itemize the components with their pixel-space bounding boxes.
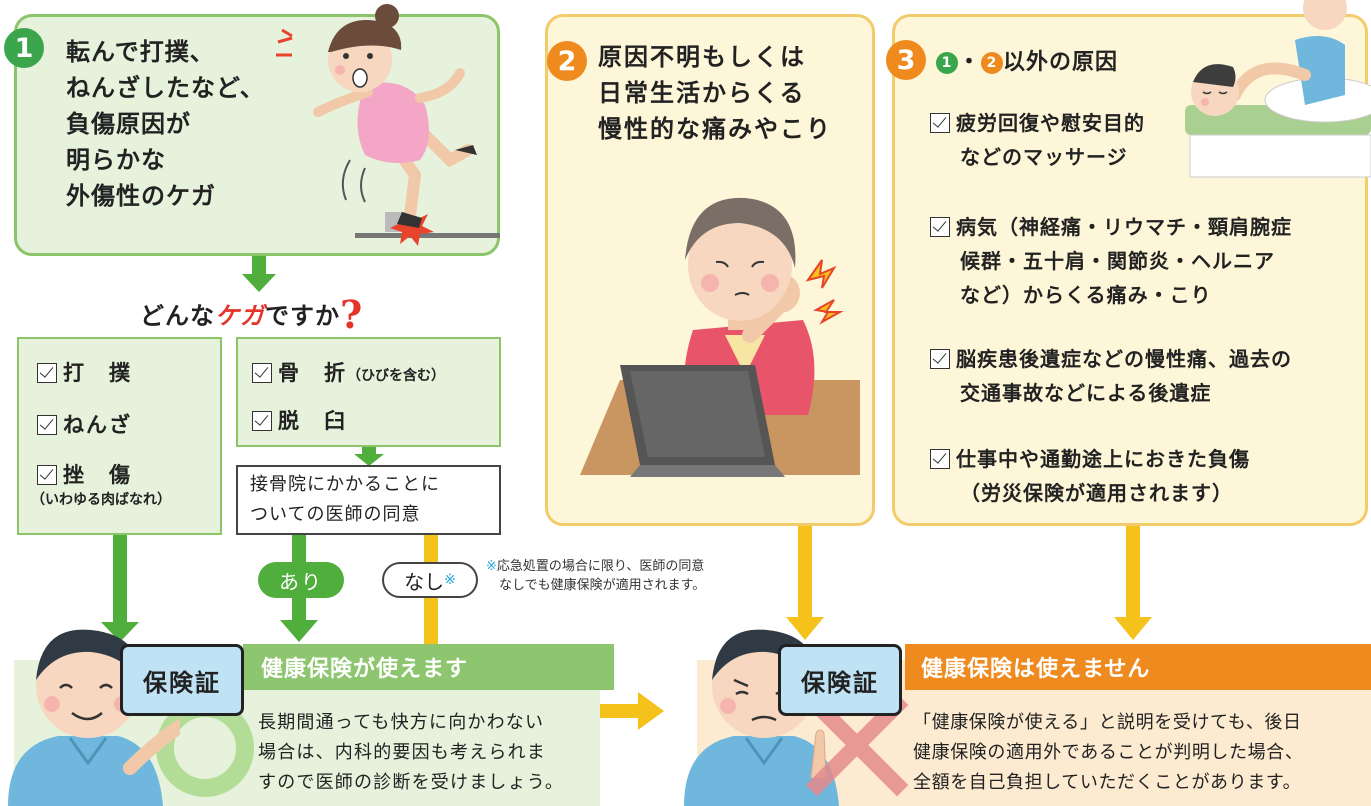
check-icon — [252, 411, 272, 431]
case-3-item-sequelae: 脳疾患後遺症などの慢性痛、過去の 交通事故などによる後遺症 — [930, 342, 1360, 410]
insurance-card-right: 保険証 — [778, 644, 902, 716]
check-icon — [930, 449, 950, 469]
doctor-consent-box: 接骨院にかかることに ついての医師の同意 — [236, 465, 501, 535]
check-icon — [37, 363, 57, 383]
cross-ng-icon — [805, 693, 909, 797]
case-1-number: 1 — [4, 28, 44, 68]
case-2-title: 原因不明もしくは 日常生活からくる 慢性的な痛みやこり — [598, 43, 832, 143]
check-icon — [37, 465, 57, 485]
consent-no-badge: なし※ — [382, 562, 478, 598]
insurance-card-left: 保険証 — [120, 644, 244, 716]
case-3-item-massage: 疲労回復や慰安目的 などのマッサージ — [930, 106, 1350, 174]
check-icon — [930, 217, 950, 237]
falling-woman-illustration — [276, 4, 500, 246]
woman-at-laptop-illustration — [580, 197, 860, 477]
case-2-number: 2 — [547, 41, 587, 81]
injury-list-fracture: 骨 折（ひびを含む） 脱 臼 — [236, 337, 501, 447]
emergency-footnote: ※応急処置の場合に限り、医師の同意 なしでも健康保険が適用されます。 — [486, 559, 706, 593]
check-icon — [930, 349, 950, 369]
injury-question: どんなケガですか? — [140, 292, 364, 337]
check-icon — [37, 415, 57, 435]
check-icon — [930, 113, 950, 133]
consent-yes-badge: あり — [258, 562, 344, 598]
result-unusable-text: 「健康保険が使える」と説明を受けても、後日 健康保険の適用外であることが判明した… — [913, 712, 1304, 793]
check-icon — [252, 363, 272, 383]
result-unusable-heading: 健康保険は使えません — [905, 644, 1371, 690]
case-1-title: 転んで打撲、 ねんざしたなど、 負傷原因が 明らかな 外傷性のケガ — [66, 38, 265, 210]
massage-illustration — [1185, 0, 1371, 178]
case-3-item-work-injury: 仕事中や通勤途上におきた負傷 （労災保険が適用されます） — [930, 442, 1360, 510]
case-3-item-disease: 病気（神経痛・リウマチ・頸肩腕症 候群・五十肩・関節炎・ヘルニア など）からくる… — [930, 210, 1360, 312]
injury-list-contusion: 打 撲 ねんざ 挫 傷 （いわゆる肉ばなれ） — [17, 337, 222, 535]
case-3-number: 3 — [886, 40, 926, 80]
result-usable-text: 長期間通っても快方に向かわない 場合は、内科的要因も考えられま すので医師の診断… — [258, 712, 565, 793]
result-usable-heading: 健康保険が使えます — [243, 644, 614, 690]
